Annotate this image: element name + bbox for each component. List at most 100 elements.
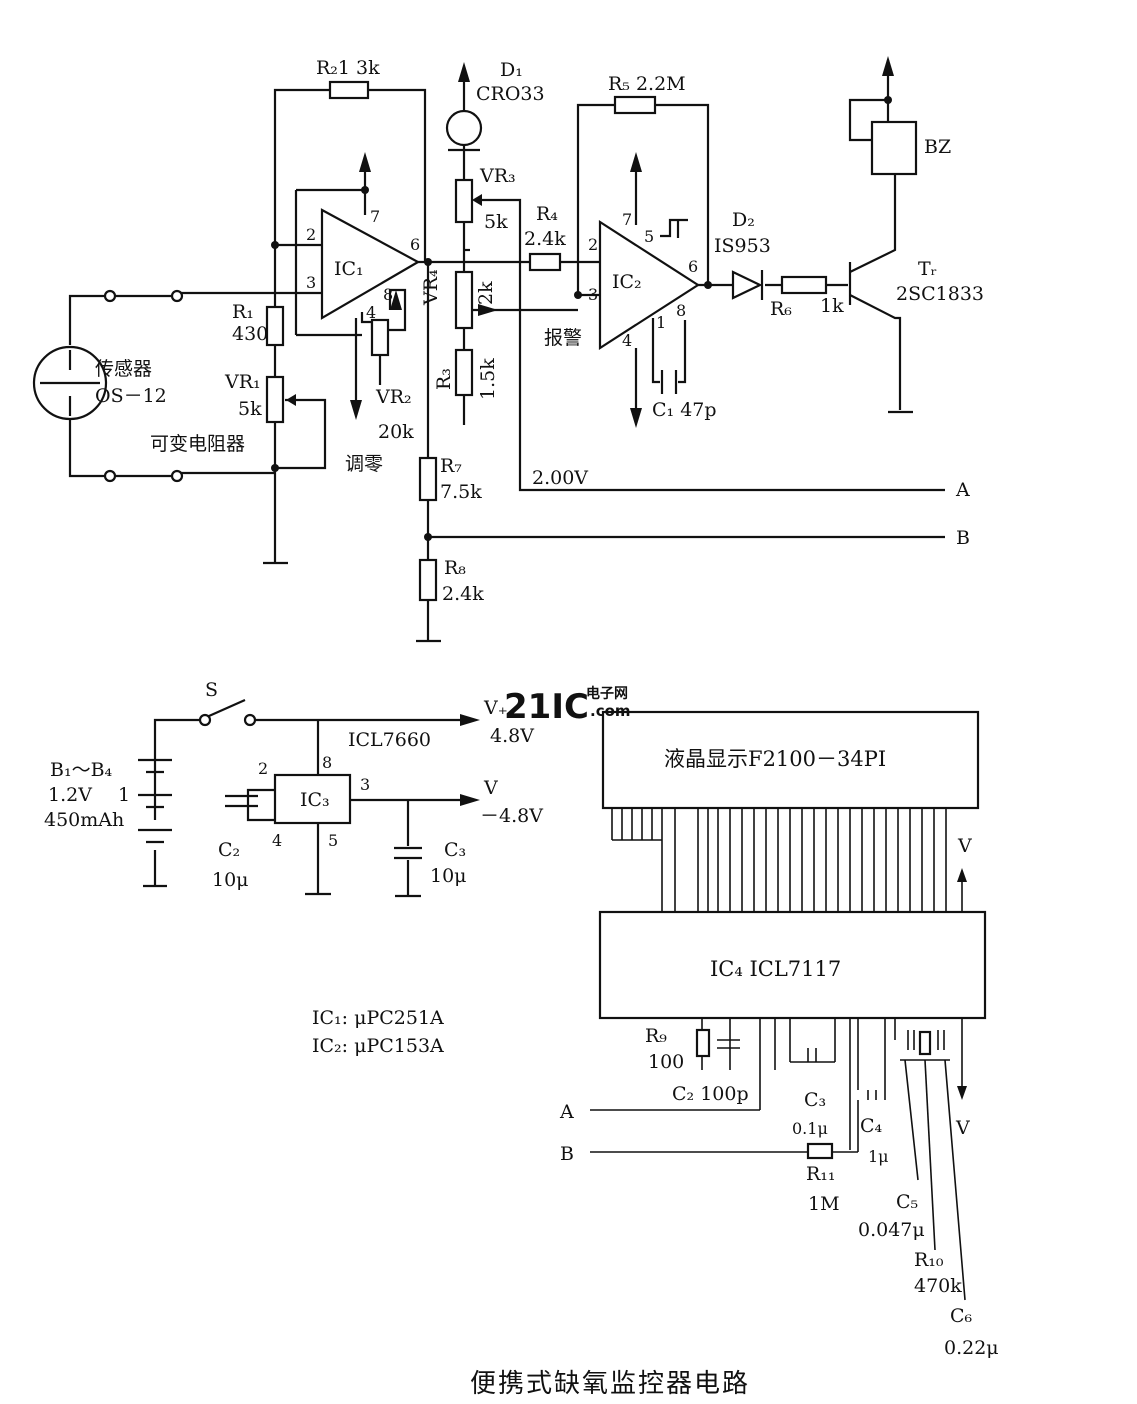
ic3-pin-8: 8 bbox=[322, 753, 332, 772]
label-c3b: C₃ bbox=[804, 1089, 826, 1111]
watermark-brand: 21IC bbox=[504, 687, 589, 727]
label-vr2-val: 20k bbox=[378, 421, 414, 443]
label-ic1: IC₁ bbox=[334, 258, 364, 280]
label-sensor: 传感器 bbox=[95, 358, 152, 380]
label-r11-val: 1M bbox=[808, 1193, 840, 1215]
label-r8: R₈ bbox=[444, 557, 466, 579]
label-c3: C₃ bbox=[444, 839, 466, 861]
label-r7: R₇ bbox=[440, 455, 462, 477]
labels: R₂1 3k IC₁ 2 3 7 6 4 8 R₁ 430 VR₁ 5k 可变电… bbox=[44, 57, 999, 1399]
label-tr-model: 2SC1833 bbox=[896, 283, 984, 305]
label-c3-val: 10μ bbox=[430, 865, 467, 887]
label-r9-val: 100 bbox=[648, 1051, 684, 1073]
label-c4: C₄ bbox=[860, 1115, 883, 1137]
ic1-pin-6: 6 bbox=[410, 235, 420, 254]
ic2-pin-6: 6 bbox=[688, 257, 698, 276]
label-r9: R₉ bbox=[645, 1025, 667, 1047]
label-c3b-val: 0.1μ bbox=[792, 1119, 828, 1138]
label-ic3: IC₃ bbox=[300, 789, 330, 811]
note-ic2: IC₂: μPC153A bbox=[312, 1035, 444, 1057]
label-c4-val: 1μ bbox=[868, 1147, 889, 1166]
label-ref-voltage: 2.00V bbox=[532, 467, 588, 489]
label-vr1-val: 5k bbox=[238, 398, 262, 420]
label-c2: C₂ bbox=[218, 839, 240, 861]
d2-diode bbox=[731, 270, 764, 300]
label-switch: S bbox=[205, 679, 218, 701]
label-r6: R₆ bbox=[770, 298, 792, 320]
ic2-pin-4: 4 bbox=[622, 331, 632, 350]
d1-lamp bbox=[445, 109, 483, 152]
label-vr4: VR₄ bbox=[420, 269, 442, 306]
sensor bbox=[32, 289, 184, 483]
lcd-block bbox=[590, 710, 987, 1301]
label-alarm: 报警 bbox=[544, 327, 582, 349]
label-r8-val: 2.4k bbox=[442, 583, 484, 605]
label-vr1: VR₁ bbox=[224, 371, 261, 393]
label-r1: R₁ bbox=[232, 301, 254, 323]
note-ic1: IC₁: μPC251A bbox=[312, 1007, 444, 1029]
ic2-pin-2: 2 bbox=[588, 235, 598, 254]
buzzer bbox=[870, 120, 918, 176]
ic3-pin-4: 4 bbox=[272, 831, 282, 850]
label-bus-a: A bbox=[955, 479, 970, 501]
ic1-pin-7: 7 bbox=[370, 207, 380, 226]
ic2-pin-5: 5 bbox=[644, 227, 654, 246]
label-ic2: IC₂ bbox=[612, 271, 642, 293]
label-ic3-model: ICL7660 bbox=[348, 729, 431, 751]
label-b-in: B bbox=[560, 1143, 574, 1165]
ic1-pin-8: 8 bbox=[383, 285, 393, 304]
label-vr3-val: 5k bbox=[484, 211, 508, 233]
label-ic4: IC₄ ICL7117 bbox=[710, 957, 841, 981]
label-r3: R₃ bbox=[433, 368, 455, 390]
ic3-pin-5: 5 bbox=[328, 831, 338, 850]
c1-capacitor bbox=[660, 370, 678, 394]
label-vr4-val: 2k bbox=[475, 281, 497, 305]
ic2-pin-7: 7 bbox=[622, 210, 632, 229]
label-r4-val: 2.4k bbox=[524, 228, 566, 250]
label-r3-val: 1.5k bbox=[477, 358, 499, 400]
label-battery: B₁～B₄ bbox=[50, 759, 113, 781]
label-r4: R₄ bbox=[536, 203, 558, 225]
label-c5: C₅ bbox=[896, 1191, 918, 1213]
label-tr: Tᵣ bbox=[918, 258, 937, 280]
label-r7-val: 7.5k bbox=[440, 481, 482, 503]
label-vplus-val: 4.8V bbox=[490, 725, 534, 747]
ic2-pin-1: 1 bbox=[656, 313, 666, 332]
label-ic4-v: V bbox=[957, 835, 972, 857]
label-battery-v: 1.2V bbox=[48, 784, 92, 806]
power-supply bbox=[138, 698, 480, 898]
ic1-pin-2: 2 bbox=[306, 225, 316, 244]
ic1-pin-3: 3 bbox=[306, 273, 316, 292]
label-vminus: V bbox=[483, 777, 498, 799]
label-c6-val: 0.22μ bbox=[944, 1337, 999, 1359]
label-r10-val: 470k bbox=[914, 1275, 962, 1297]
label-a-in: A bbox=[559, 1101, 574, 1123]
label-sensor-model: OS－12 bbox=[95, 385, 167, 407]
label-c1: C₁ 47p bbox=[652, 399, 717, 421]
supply-arrows bbox=[350, 56, 894, 428]
label-r2: R₂1 3k bbox=[316, 57, 380, 79]
label-vr2: VR₂ bbox=[375, 386, 412, 408]
ic1-opamp bbox=[320, 208, 421, 320]
label-vout: V bbox=[955, 1117, 970, 1139]
ic3-pin-3: 3 bbox=[360, 775, 370, 794]
watermark-sub: 电子网 bbox=[586, 685, 628, 702]
label-d2-model: IS953 bbox=[714, 235, 771, 257]
label-zero-adjust: 调零 bbox=[345, 453, 383, 475]
ic3-pin-2: 2 bbox=[258, 759, 268, 778]
label-lcd: 液晶显示F2100－34PI bbox=[664, 747, 886, 771]
label-vr3: VR₃ bbox=[479, 165, 516, 187]
label-c5-val: 0.047μ bbox=[858, 1219, 925, 1241]
label-r1-val: 430 bbox=[232, 323, 268, 345]
label-r11: R₁₁ bbox=[806, 1163, 836, 1185]
resistor-symbols bbox=[265, 80, 828, 602]
watermark-url: .com bbox=[590, 702, 631, 720]
ic2-pin-8: 8 bbox=[676, 301, 686, 320]
label-battery-cap: 450mAh bbox=[44, 809, 124, 831]
label-battery-n: 1 bbox=[118, 784, 130, 806]
wires-top bbox=[68, 60, 945, 643]
label-c6: C₆ bbox=[950, 1305, 973, 1327]
figure-caption: 便携式缺氧监控器电路 bbox=[470, 1369, 750, 1399]
label-r10: R₁₀ bbox=[914, 1249, 944, 1271]
